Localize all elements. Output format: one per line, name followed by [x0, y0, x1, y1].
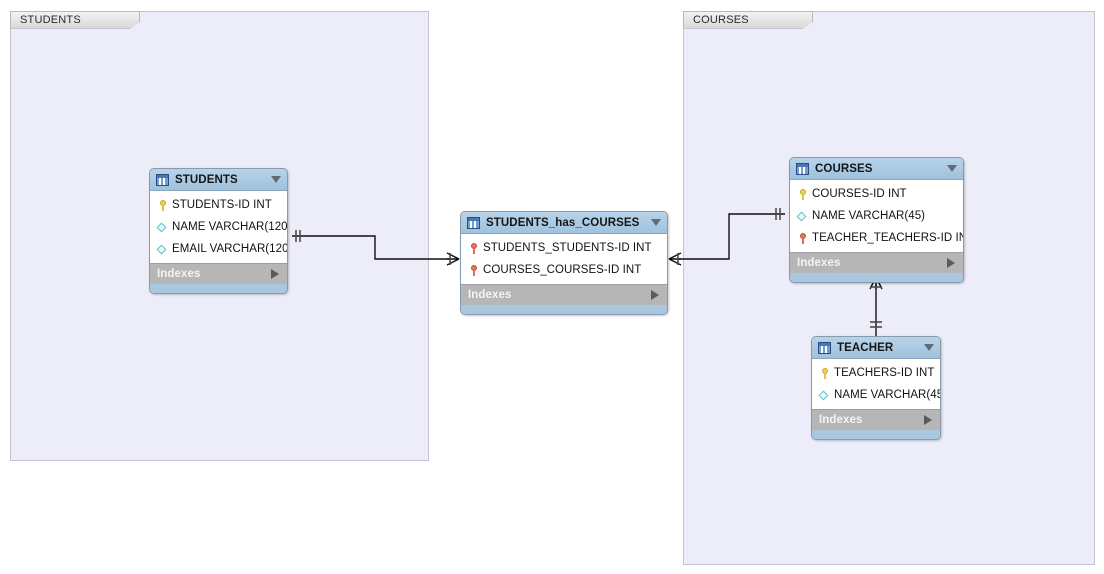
indexes-label: Indexes [468, 289, 512, 301]
table-title: STUDENTS_has_COURSES [486, 216, 640, 229]
connector-line [292, 235, 449, 260]
chevron-down-icon[interactable] [947, 165, 957, 172]
table-column-label: NAME VARCHAR(120) [172, 221, 288, 233]
schema-layer-label: STUDENTS [20, 14, 81, 26]
column-icon [156, 221, 169, 234]
table-column-row[interactable]: COURSES-ID INT [790, 183, 963, 205]
indexes-section[interactable]: Indexes [150, 263, 287, 284]
chevron-down-icon[interactable] [651, 219, 661, 226]
table-column-row[interactable]: STUDENTS_STUDENTS-ID INT [461, 237, 667, 259]
table-title: STUDENTS [175, 173, 238, 186]
table-column-row[interactable]: NAME VARCHAR(45) [812, 384, 940, 406]
indexes-label: Indexes [819, 414, 863, 426]
table-footer-strip [461, 305, 667, 314]
table-icon [467, 216, 480, 229]
table-figure-students[interactable]: STUDENTS STUDENTS-ID INT NAME VARCHAR(120)… [149, 168, 288, 294]
table-figure-students_has_courses[interactable]: STUDENTS_has_COURSES STUDENTS_STUDENTS-ID… [460, 211, 668, 315]
chevron-right-icon[interactable] [651, 290, 659, 300]
table-header[interactable]: COURSES [790, 158, 963, 180]
table-column-row[interactable]: NAME VARCHAR(120) [150, 216, 287, 238]
table-column-list: TEACHERS-ID INT NAME VARCHAR(45) [812, 359, 940, 409]
table-icon [818, 341, 831, 354]
table-column-row[interactable]: COURSES_COURSES-ID INT [461, 259, 667, 281]
schema-layer-label: COURSES [693, 14, 749, 26]
table-footer-strip [150, 284, 287, 293]
chevron-right-icon[interactable] [947, 258, 955, 268]
primary-key-icon [818, 367, 831, 380]
schema-layer-tab[interactable]: STUDENTS [10, 11, 140, 29]
table-column-label: STUDENTS_STUDENTS-ID INT [483, 242, 652, 254]
cardinality-many-crowsfoot [668, 252, 682, 266]
table-icon [796, 162, 809, 175]
column-icon [796, 210, 809, 223]
primary-key-icon [156, 199, 169, 212]
table-column-label: TEACHER_TEACHERS-ID INT [812, 232, 964, 244]
table-column-list: STUDENTS-ID INT NAME VARCHAR(120) EMAIL VA… [150, 191, 287, 263]
column-icon [156, 243, 169, 256]
table-figure-courses[interactable]: COURSES COURSES-ID INT NAME VARCHAR(45) TEA… [789, 157, 964, 283]
table-column-label: NAME VARCHAR(45) [812, 210, 926, 222]
table-column-label: EMAIL VARCHAR(120) [172, 243, 288, 255]
chevron-down-icon[interactable] [924, 344, 934, 351]
table-title: COURSES [815, 162, 873, 175]
table-column-list: COURSES-ID INT NAME VARCHAR(45) TEACHER_TE… [790, 180, 963, 252]
indexes-section[interactable]: Indexes [461, 284, 667, 305]
table-header[interactable]: TEACHER [812, 337, 940, 359]
primary-key-icon [796, 188, 809, 201]
table-column-row[interactable]: TEACHER_TEACHERS-ID INT [790, 227, 963, 249]
foreign-key-icon [467, 242, 480, 255]
table-column-row[interactable]: EMAIL VARCHAR(120) [150, 238, 287, 260]
table-column-row[interactable]: STUDENTS-ID INT [150, 194, 287, 216]
chevron-right-icon[interactable] [924, 415, 932, 425]
table-footer-strip [790, 273, 963, 282]
cardinality-many-crowsfoot [446, 252, 460, 266]
indexes-section[interactable]: Indexes [790, 252, 963, 273]
table-column-list: STUDENTS_STUDENTS-ID INT COURSES_COURSES-… [461, 234, 667, 284]
indexes-label: Indexes [157, 268, 201, 280]
table-header[interactable]: STUDENTS [150, 169, 287, 191]
table-icon [156, 173, 169, 186]
schema-layer-courses[interactable]: COURSES [683, 11, 1095, 565]
table-column-label: TEACHERS-ID INT [834, 367, 935, 379]
column-icon [818, 389, 831, 402]
foreign-key-icon [796, 232, 809, 245]
indexes-label: Indexes [797, 257, 841, 269]
table-column-label: STUDENTS-ID INT [172, 199, 272, 211]
chevron-right-icon[interactable] [271, 269, 279, 279]
table-header[interactable]: STUDENTS_has_COURSES [461, 212, 667, 234]
connector-line [679, 213, 785, 260]
table-title: TEACHER [837, 341, 894, 354]
table-column-label: COURSES_COURSES-ID INT [483, 264, 642, 276]
foreign-key-icon [467, 264, 480, 277]
table-column-row[interactable]: NAME VARCHAR(45) [790, 205, 963, 227]
table-column-label: COURSES-ID INT [812, 188, 907, 200]
table-column-label: NAME VARCHAR(45) [834, 389, 941, 401]
table-figure-teacher[interactable]: TEACHER TEACHERS-ID INT NAME VARCHAR(45) In… [811, 336, 941, 440]
chevron-down-icon[interactable] [271, 176, 281, 183]
indexes-section[interactable]: Indexes [812, 409, 940, 430]
schema-layer-tab[interactable]: COURSES [683, 11, 813, 29]
table-column-row[interactable]: TEACHERS-ID INT [812, 362, 940, 384]
table-footer-strip [812, 430, 940, 439]
